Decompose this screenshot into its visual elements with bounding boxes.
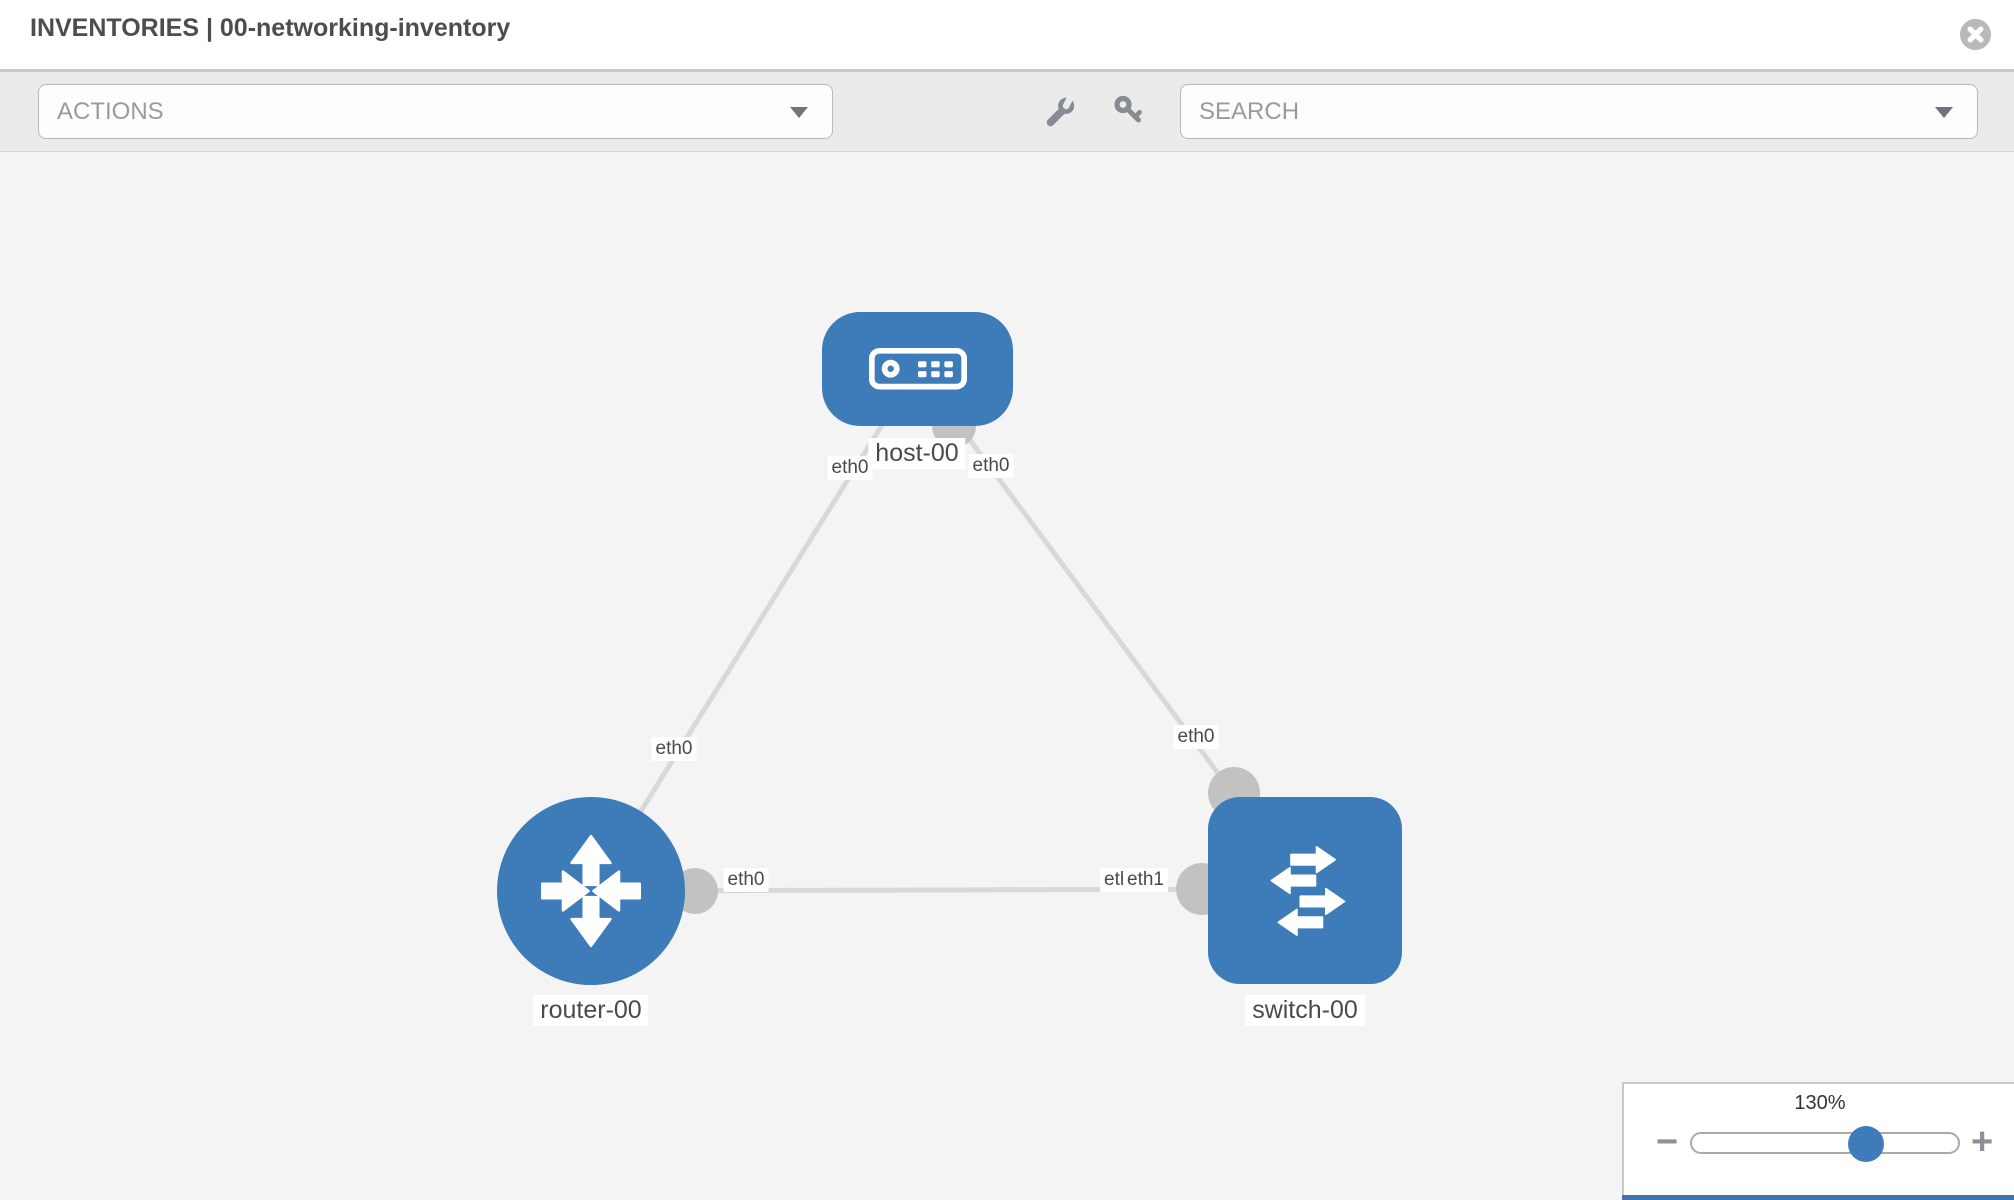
interface-label-switch-left-front: eth1 (1123, 868, 1168, 892)
actions-dropdown[interactable]: ACTIONS (38, 84, 833, 139)
links-layer (588, 367, 1308, 915)
node-label-router[interactable]: router-00 (533, 995, 649, 1026)
router-icon (540, 834, 642, 948)
close-button[interactable] (1959, 18, 1992, 51)
credentials-button[interactable] (1112, 94, 1148, 130)
chevron-down-icon (790, 106, 808, 118)
wrench-icon (1046, 91, 1075, 126)
search-input[interactable] (1181, 96, 1901, 127)
node-switch[interactable] (1208, 797, 1402, 984)
interface-label-router-uplink: eth0 (651, 737, 697, 761)
actions-dropdown-label: ACTIONS (57, 97, 164, 125)
node-label-host[interactable]: host-00 (868, 438, 966, 469)
node-label-switch[interactable]: switch-00 (1245, 995, 1365, 1026)
page-title: INVENTORIES | 00-networking-inventory (30, 14, 511, 42)
node-host[interactable] (822, 312, 1013, 426)
server-icon (868, 348, 967, 390)
search-box (1180, 84, 1978, 139)
zoom-slider-track[interactable] (1690, 1132, 1960, 1154)
interface-label-host-left: eth0 (827, 456, 873, 480)
zoom-level: 130% (1794, 1092, 1846, 1114)
key-icon (1114, 95, 1142, 122)
interface-label-host-right: eth0 (968, 454, 1014, 478)
switch-icon (1270, 845, 1346, 936)
close-icon (1959, 18, 1992, 51)
header: INVENTORIES | 00-networking-inventory (0, 0, 2014, 72)
toolbar-icons (1042, 72, 1148, 151)
zoom-in-button[interactable]: + (1971, 1121, 1994, 1163)
node-router[interactable] (497, 797, 685, 985)
configure-button[interactable] (1042, 91, 1078, 130)
interface-label-router-right: eth0 (723, 868, 769, 892)
toolbar: ACTIONS (0, 72, 2014, 152)
zoom-out-button[interactable]: − (1656, 1121, 1679, 1163)
interface-label-switch-top: eth0 (1173, 725, 1219, 749)
chevron-down-icon (1935, 106, 1953, 118)
bottom-panel-edge (1622, 1195, 2014, 1200)
zoom-slider-handle[interactable] (1848, 1126, 1884, 1162)
topology-canvas[interactable]: host-00 router-00 switch-00 eth0 eth0 et… (0, 152, 2014, 1200)
zoom-panel: 130% − + (1622, 1082, 2014, 1200)
